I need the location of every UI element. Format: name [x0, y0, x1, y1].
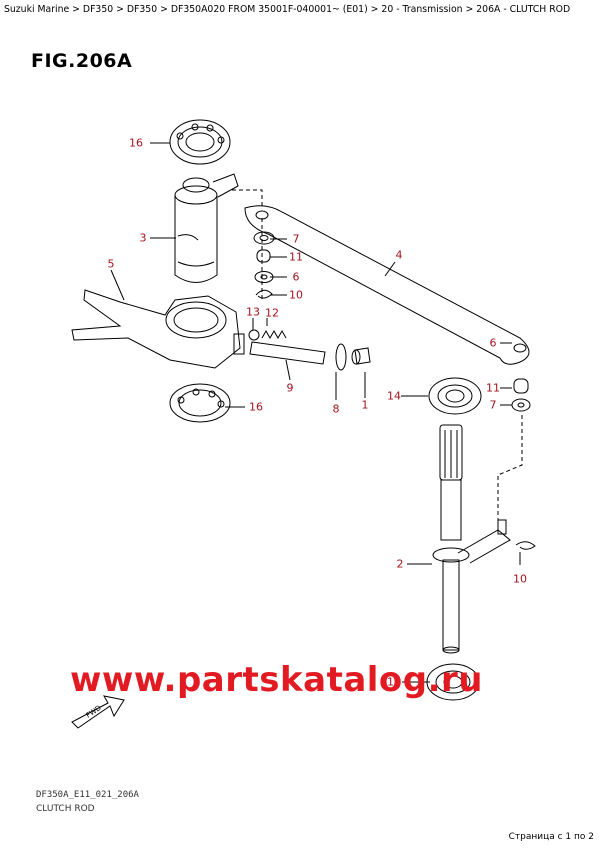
- callout-11: 11: [289, 250, 303, 264]
- callout-11-right: 11: [486, 381, 500, 395]
- callout-3: 3: [139, 231, 147, 245]
- callout-8: 8: [332, 402, 340, 416]
- callout-13: 13: [246, 305, 260, 319]
- callout-16-top: 16: [129, 136, 143, 150]
- drawing-name: CLUTCH ROD: [36, 804, 95, 814]
- callout-16-bottom: 16: [249, 400, 263, 414]
- callout-15: 15: [387, 675, 401, 689]
- callout-9: 9: [286, 381, 294, 395]
- callout-12: 12: [265, 306, 279, 320]
- callout-4: 4: [395, 248, 403, 262]
- page-info: Страница с 1 по 2: [508, 832, 594, 842]
- callout-7-right: 7: [489, 398, 497, 412]
- callout-10: 10: [289, 288, 303, 302]
- callout-1: 1: [361, 398, 369, 412]
- callout-6-right: 6: [489, 336, 497, 350]
- watermark: www.partskatalog.ru: [70, 660, 484, 700]
- breadcrumb: Suzuki Marine > DF350 > DF350 > DF350A02…: [4, 4, 571, 15]
- callout-7: 7: [292, 232, 300, 246]
- callout-10-right: 10: [513, 572, 527, 586]
- callout-14: 14: [387, 389, 401, 403]
- callout-2: 2: [396, 557, 404, 571]
- callout-5: 5: [107, 257, 115, 271]
- drawing-code: DF350A_E11_021_206A: [36, 790, 139, 800]
- callout-6: 6: [292, 270, 300, 284]
- figure-title: FIG.206A: [31, 50, 133, 72]
- fwd-arrow-icon: FWD: [71, 695, 125, 729]
